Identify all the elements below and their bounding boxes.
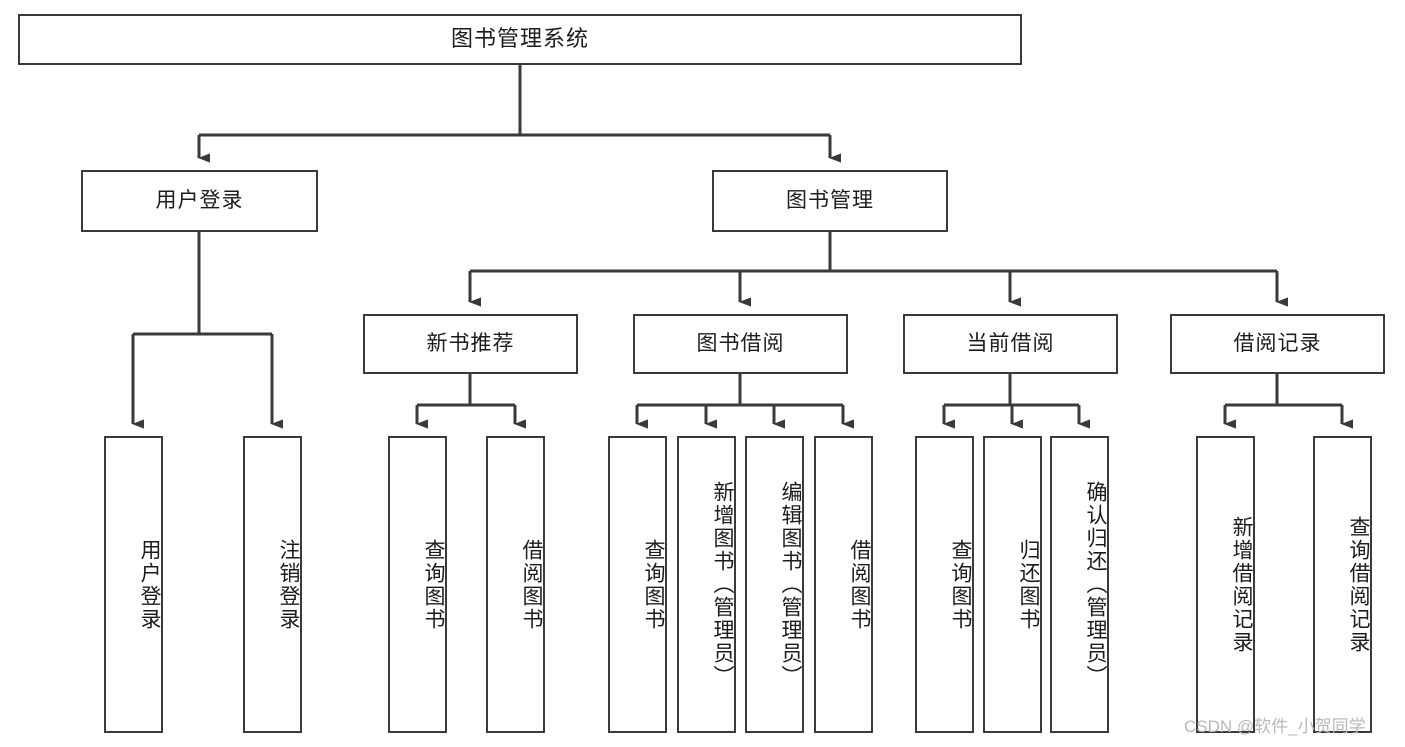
- node-leaf-query-record[interactable]: 查询借阅记录: [1313, 436, 1372, 733]
- node-leaf-return-book[interactable]: 归还图书: [983, 436, 1042, 733]
- node-new-book-recommend[interactable]: 新书推荐: [363, 314, 578, 374]
- csdn-watermark: CSDN @软件_小贺同学: [1184, 717, 1366, 736]
- node-book-borrow[interactable]: 图书借阅: [633, 314, 848, 374]
- node-borrow-record[interactable]: 借阅记录: [1170, 314, 1385, 374]
- node-root[interactable]: 图书管理系统: [18, 14, 1022, 65]
- node-leaf-edit-book[interactable]: 编辑图书（管理员）: [745, 436, 804, 733]
- node-user-login[interactable]: 用户登录: [81, 170, 318, 232]
- node-book-management[interactable]: 图书管理: [712, 170, 948, 232]
- node-leaf-confirm-return[interactable]: 确认归还（管理员）: [1050, 436, 1109, 733]
- node-leaf-logout-login[interactable]: 注销登录: [243, 436, 302, 733]
- node-leaf-borrow-book-1[interactable]: 借阅图书: [486, 436, 545, 733]
- node-leaf-user-login[interactable]: 用户登录: [104, 436, 163, 733]
- node-leaf-query-book-1[interactable]: 查询图书: [388, 436, 447, 733]
- node-leaf-add-record[interactable]: 新增借阅记录: [1196, 436, 1255, 733]
- node-leaf-query-book-2[interactable]: 查询图书: [608, 436, 667, 733]
- node-leaf-add-book[interactable]: 新增图书（管理员）: [677, 436, 736, 733]
- node-current-borrow[interactable]: 当前借阅: [903, 314, 1118, 374]
- node-leaf-query-book-3[interactable]: 查询图书: [915, 436, 974, 733]
- node-leaf-borrow-book-2[interactable]: 借阅图书: [814, 436, 873, 733]
